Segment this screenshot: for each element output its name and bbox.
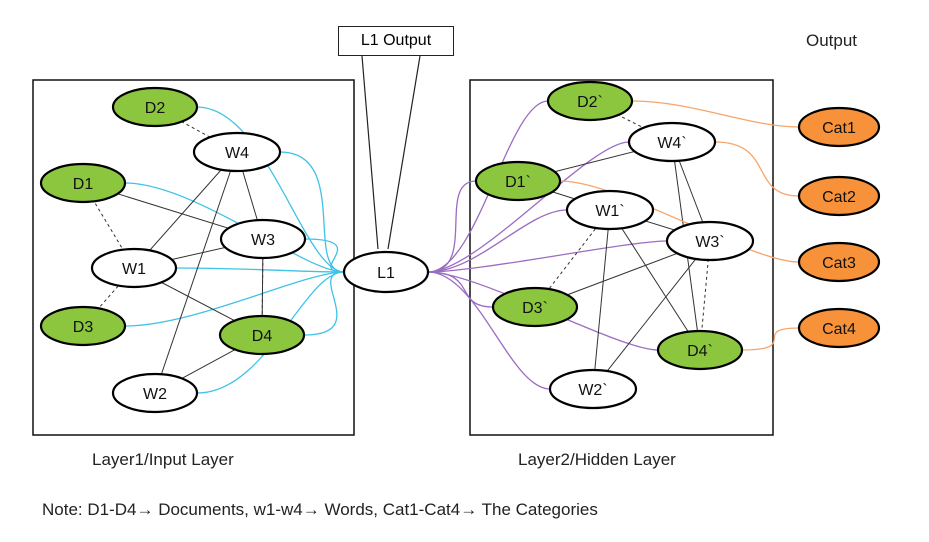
- node-cat3: [797, 241, 881, 283]
- edge-w4-w1: [133, 151, 238, 269]
- output-edge-d2p-cat1: [631, 100, 800, 128]
- node-label-cat4: Cat4: [822, 321, 856, 338]
- node-d2: [111, 86, 199, 128]
- node-w4p: [627, 121, 717, 163]
- hidden-edge-l1-w4p: [427, 141, 630, 273]
- legend-note: Note: D1-D4→ Documents, w1-w4→ Words, Ca…: [42, 500, 598, 519]
- input-edge-d3-l1: [124, 271, 345, 327]
- output-label: Output: [806, 31, 858, 50]
- node-d4p: [656, 329, 744, 371]
- node-d2p: [546, 80, 634, 122]
- node-label-w4p: W4`: [657, 135, 686, 152]
- output-edge-w4p-cat2: [714, 141, 800, 197]
- node-label-w2: W2: [143, 386, 167, 403]
- node-label-d4: D4: [252, 328, 273, 345]
- node-label-w1p: W1`: [595, 203, 624, 220]
- node-cat4: [797, 307, 881, 349]
- node-label-w1: W1: [122, 261, 146, 278]
- node-label-d1p: D1`: [505, 174, 531, 191]
- node-w2p: [548, 368, 638, 410]
- hidden-layer-caption: Layer2/Hidden Layer: [518, 450, 676, 469]
- node-w2: [111, 372, 199, 414]
- node-d4: [218, 314, 306, 356]
- input-layer-box: [32, 79, 355, 436]
- node-label-d3p: D3`: [522, 300, 548, 317]
- edge-w4-w2: [154, 151, 238, 394]
- node-d3: [39, 305, 127, 347]
- node-w4: [192, 131, 282, 173]
- node-label-w3p: W3`: [695, 234, 724, 251]
- l1-output-label: L1 Output: [338, 26, 454, 56]
- node-label-d2p: D2`: [577, 94, 603, 111]
- node-w3: [219, 218, 307, 260]
- edge-w1p-d4p: [609, 209, 701, 351]
- node-label-w3: W3: [251, 232, 275, 249]
- node-cat2: [797, 175, 881, 217]
- hidden-edge-l1-w2p: [427, 271, 551, 390]
- dashed-edge-d1-w1: [82, 182, 135, 269]
- node-l1: [342, 250, 430, 294]
- input-edge-w1-l1: [175, 267, 345, 273]
- node-label-w4: W4: [225, 145, 249, 162]
- l1-output-callout: [361, 55, 421, 250]
- hidden-edge-l1-d3p: [427, 271, 494, 308]
- node-w1p: [565, 189, 655, 231]
- output-edge-d1p-cat3: [559, 180, 800, 263]
- node-label-w2p: W2`: [578, 382, 607, 399]
- node-w1: [90, 247, 178, 289]
- node-w3p: [665, 220, 755, 262]
- edge-w2p-w3p: [592, 240, 711, 390]
- hidden-edge-l1-w1p: [427, 209, 568, 273]
- node-label-cat3: Cat3: [822, 255, 856, 272]
- node-d1p: [474, 160, 562, 202]
- node-label-d1: D1: [73, 176, 94, 193]
- node-label-cat1: Cat1: [822, 120, 856, 137]
- output-edge-d4p-cat4: [741, 327, 800, 351]
- node-d3p: [491, 286, 579, 328]
- node-cat1: [797, 106, 881, 148]
- node-label-d4p: D4`: [687, 343, 713, 360]
- node-label-l1: L1: [377, 265, 395, 282]
- input-edge-d2-l1: [196, 106, 345, 273]
- hidden-edge-l1-w3p: [427, 240, 668, 273]
- hidden-edge-l1-d1p: [427, 180, 477, 273]
- input-edge-w4-l1: [279, 151, 345, 273]
- node-label-cat2: Cat2: [822, 189, 856, 206]
- node-label-d2: D2: [145, 100, 166, 117]
- input-edge-w3-l1: [304, 238, 345, 273]
- node-d1: [39, 162, 127, 204]
- node-label-d3: D3: [73, 319, 94, 336]
- edge-w1p-w2p: [592, 209, 611, 390]
- input-layer-caption: Layer1/Input Layer: [92, 450, 234, 469]
